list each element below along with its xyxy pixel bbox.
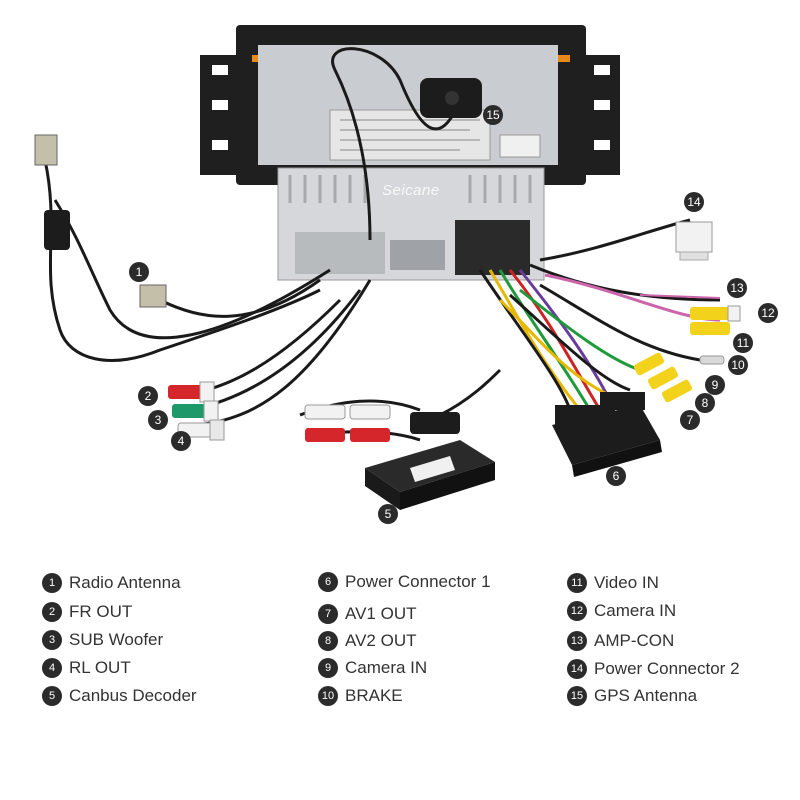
legend-number: 10 (318, 686, 338, 706)
legend-number: 7 (318, 604, 338, 624)
legend-label: GPS Antenna (594, 686, 698, 705)
legend-number: 3 (42, 630, 62, 650)
legend-item: 9 Camera IN (318, 657, 427, 679)
legend-item: 2 FR OUT (42, 601, 132, 623)
marker-8: 8 (695, 393, 715, 413)
radio-antenna-connector (139, 284, 167, 308)
power-connector-2 (675, 221, 713, 261)
head-unit (200, 25, 620, 281)
diagram-illustration (34, 25, 741, 510)
legend-number: 2 (42, 602, 62, 622)
legend-number: 11 (567, 573, 587, 593)
marker-6: 6 (606, 466, 626, 486)
legend-label: Camera IN (594, 601, 677, 620)
amp-con-wire (639, 294, 721, 299)
legend-label: AV2 OUT (345, 631, 417, 650)
legend-item: 14 Power Connector 2 (567, 658, 740, 680)
unit-rear-connector-block (455, 220, 530, 275)
legend-item: 6 Power Connector 1 (318, 571, 491, 593)
legend-item: 8 AV2 OUT (318, 630, 416, 652)
legend-label: Power Connector 1 (345, 572, 491, 591)
brake-wire-end (699, 355, 725, 365)
legend-number: 8 (318, 631, 338, 651)
legend-item: 12 Camera IN (567, 600, 676, 622)
rca-camera-in-12 (690, 305, 741, 322)
rca-camera-in-9 (633, 352, 665, 376)
legend-item: 15 GPS Antenna (567, 685, 697, 707)
rca-fr-out (168, 381, 215, 403)
marker-12: 12 (758, 303, 778, 323)
legend-item: 7 AV1 OUT (318, 603, 416, 625)
legend-number: 14 (567, 659, 587, 679)
rca-video-in (690, 322, 730, 335)
legend-number: 6 (318, 572, 338, 592)
rca-sub-woofer (172, 400, 219, 422)
legend-number: 1 (42, 573, 62, 593)
marker-10: 10 (728, 355, 748, 375)
legend-item: 13 AMP-CON (567, 630, 674, 652)
legend-number: 4 (42, 658, 62, 678)
marker-9: 9 (705, 375, 725, 395)
right-harness (478, 218, 721, 411)
legend-label: Power Connector 2 (594, 659, 740, 678)
legend-label: Video IN (594, 573, 659, 592)
legend-label: Canbus Decoder (69, 686, 197, 705)
legend-label: SUB Woofer (69, 630, 164, 649)
marker-5: 5 (378, 504, 398, 524)
legend-number: 13 (567, 631, 587, 651)
legend-item: 4 RL OUT (42, 657, 131, 679)
left-top-connector (34, 134, 58, 166)
marker-2: 2 (138, 386, 158, 406)
legend-item: 5 Canbus Decoder (42, 685, 197, 707)
marker-15: 15 (483, 105, 503, 125)
unit-sticker (329, 109, 491, 161)
legend-number: 9 (318, 658, 338, 678)
marker-3: 3 (148, 410, 168, 430)
legend-label: Radio Antenna (69, 573, 181, 592)
legend-item: 11 Video IN (567, 572, 659, 594)
legend-item: 1 Radio Antenna (42, 572, 181, 594)
legend-label: AMP-CON (594, 631, 675, 650)
legend-label: FR OUT (69, 602, 133, 621)
gps-antenna (331, 47, 482, 241)
marker-11: 11 (733, 333, 753, 353)
legend-label: BRAKE (345, 686, 403, 705)
rca-av2-out (647, 366, 679, 390)
rca-av1-out (661, 379, 693, 403)
marker-1: 1 (129, 262, 149, 282)
legend-label: RL OUT (69, 658, 131, 677)
watermark: Seicane (382, 182, 440, 199)
legend-label: AV1 OUT (345, 604, 417, 623)
legend-item: 3 SUB Woofer (42, 629, 163, 651)
left-inline-plug (44, 210, 70, 250)
marker-13: 13 (727, 278, 747, 298)
power-connector-1 (552, 392, 662, 477)
legend-number: 15 (567, 686, 587, 706)
legend-number: 12 (567, 601, 587, 621)
legend-label: Camera IN (345, 658, 428, 677)
marker-7: 7 (680, 410, 700, 430)
marker-4: 4 (171, 431, 191, 451)
marker-14: 14 (684, 192, 704, 212)
canbus-decoder-box (365, 412, 495, 510)
legend-number: 5 (42, 686, 62, 706)
legend-item: 10 BRAKE (318, 685, 403, 707)
